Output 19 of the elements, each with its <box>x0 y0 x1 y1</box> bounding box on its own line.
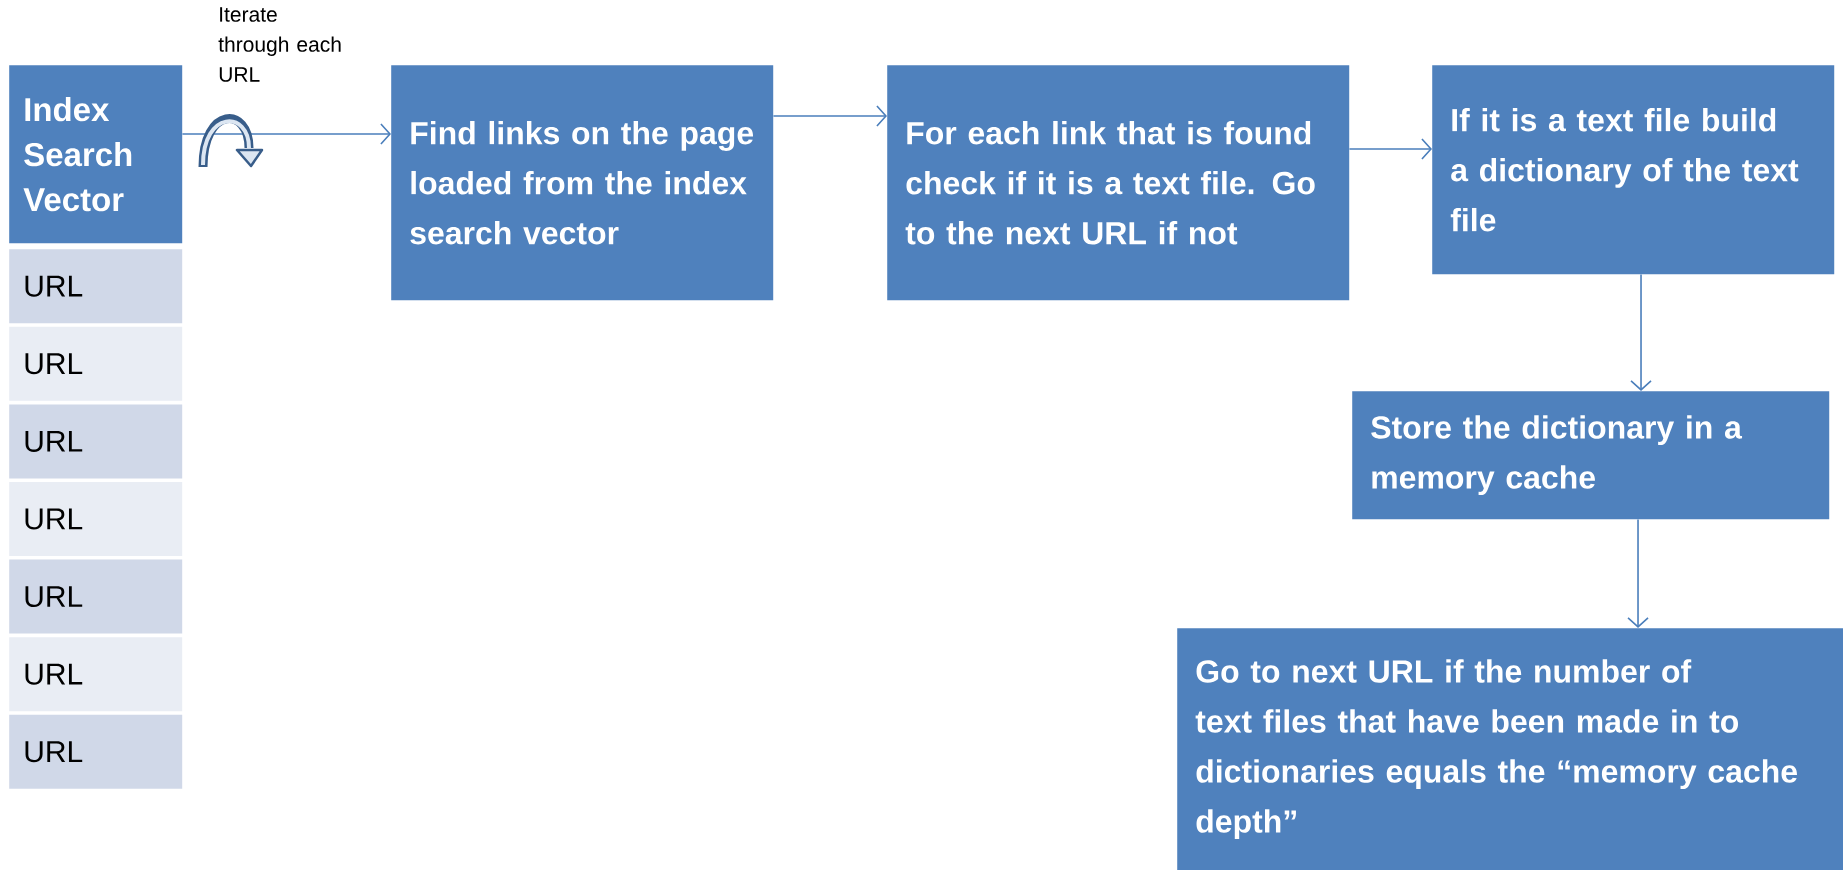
url-cell: URL <box>9 714 183 789</box>
process-box: If it is a text file build a dictionary of the text file <box>1432 65 1835 275</box>
url-cell: URL <box>9 559 183 634</box>
edge-label: Iterate through each URL <box>217 6 350 83</box>
url-cell: URL <box>9 637 183 712</box>
arrow <box>1630 273 1652 391</box>
process-box: Go to next URL if the number of text files that have been made in to dictionaries equals the “memory cache depth” <box>1177 628 1843 870</box>
process-box: Store the dictionary in a memory cache <box>1352 391 1830 520</box>
process-box: For each link that is found check if it is a text file. Go to the next URL if not <box>887 65 1350 301</box>
arrow <box>1627 518 1649 628</box>
arrow <box>181 123 391 145</box>
arrow <box>1348 138 1433 160</box>
index-header-cell: Index Search Vector <box>9 65 183 244</box>
url-cell: URL <box>9 249 183 324</box>
process-box: Find links on the page loaded from the index search vector <box>391 65 774 301</box>
url-cell: URL <box>9 404 183 479</box>
url-cell: URL <box>9 482 183 556</box>
arrow <box>772 105 887 127</box>
url-cell: URL <box>9 326 183 401</box>
